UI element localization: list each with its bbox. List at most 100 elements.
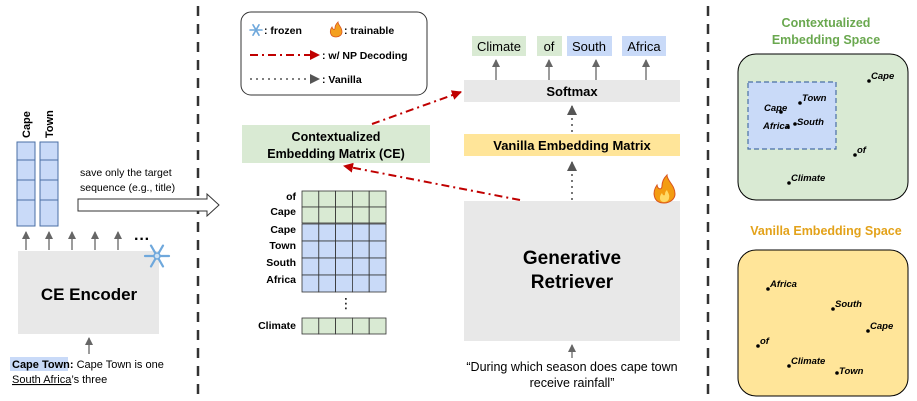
matrix-cell — [318, 317, 336, 335]
matrix-cell — [368, 223, 387, 242]
snowflake-icon — [143, 244, 171, 268]
matrix-row-label: Climate — [258, 320, 296, 332]
matrix-cell — [351, 317, 370, 335]
matrix-row-label: Cape — [270, 224, 296, 236]
matrix-cell — [368, 257, 387, 276]
legend-box — [240, 11, 428, 96]
matrix-cell — [318, 190, 336, 208]
matrix-cell — [301, 257, 320, 276]
vanilla-point — [787, 364, 791, 368]
ce-encoder-box — [18, 251, 159, 334]
retriever-label-line-1: Generative — [523, 248, 621, 269]
retriever-label-line-2: Retriever — [531, 272, 614, 293]
matrix-cell — [368, 206, 387, 224]
ce-encoder-label: CE Encoder — [41, 285, 138, 304]
vanilla-point — [756, 344, 760, 348]
matrix-cell — [301, 206, 320, 224]
ce-matrix-box — [242, 125, 430, 163]
generative-retriever-box — [464, 201, 680, 341]
ce-matrix-label-line-2: Embedding Matrix (CE) — [267, 147, 405, 161]
ce-point — [779, 110, 783, 114]
ce-point-label: Climate — [791, 173, 826, 184]
matrix-cell — [351, 223, 370, 242]
save-arrow — [77, 192, 220, 218]
softmax-label: Softmax — [546, 84, 598, 99]
matrix-cell — [335, 206, 353, 224]
ce-point-label: South — [797, 117, 824, 128]
vanilla-point-label: Town — [839, 366, 864, 377]
vanilla-matrix-box — [464, 134, 680, 156]
matrix-cell — [368, 317, 387, 335]
document-line-1: Cape Town: Cape Town is one — [12, 359, 164, 371]
matrix-cell — [368, 190, 387, 208]
matrix-cell — [318, 206, 336, 224]
matrix-cell — [351, 190, 370, 208]
matrix-cell — [368, 240, 387, 259]
output-word: of — [544, 39, 555, 54]
matrix-cell — [351, 274, 370, 293]
ce-point — [786, 125, 790, 129]
snowflake-icon — [249, 24, 263, 36]
embedding-matrix — [301, 190, 387, 335]
output-word-box — [567, 36, 612, 56]
vanilla-space-title: Vanilla Embedding Space — [750, 224, 901, 238]
matrix-row-label: South — [266, 257, 296, 269]
ce-point-label: Africa — [762, 121, 790, 132]
doc-title-highlight — [10, 357, 68, 371]
ce-point — [853, 153, 857, 157]
document-line-2: South Africa’s three — [12, 374, 107, 386]
ce-space-title-line-1: Contextualized — [782, 16, 871, 30]
ce-point — [867, 79, 871, 83]
ce-point-label: Cape — [871, 71, 895, 82]
fire-icon — [653, 173, 676, 204]
matrix-cell — [318, 274, 336, 293]
doc-text: Cape Town is one — [74, 359, 164, 371]
ce-point-label: Town — [802, 93, 827, 104]
output-word-box — [472, 36, 526, 56]
cape-vector — [16, 141, 36, 227]
ce-point — [798, 101, 802, 105]
ce-point-label: Cape — [764, 103, 788, 114]
ce-point — [793, 122, 797, 126]
matrix-cell — [301, 317, 320, 335]
output-word: South — [572, 39, 606, 54]
legend-vanilla: : Vanilla — [322, 74, 362, 86]
output-word-box — [537, 36, 562, 56]
vanilla-point-label: South — [835, 299, 862, 310]
output-word: Climate — [477, 39, 521, 54]
matrix-row-label: Africa — [266, 274, 296, 286]
softmax-box — [464, 80, 680, 102]
matrix-row-label: Town — [269, 240, 296, 252]
legend-trainable: : trainable — [344, 25, 394, 37]
ellipsis-dots: ··· — [134, 231, 150, 248]
output-word-box — [622, 36, 666, 56]
vanilla-point-label: of — [760, 336, 770, 347]
matrix-cell — [335, 190, 353, 208]
ce-matrix-label-line-1: Contextualized — [292, 130, 381, 144]
matrix-cell — [351, 206, 370, 224]
matrix-cell — [301, 240, 320, 259]
vector-label-town: Town — [44, 110, 56, 138]
matrix-cell — [301, 274, 320, 293]
save-note-line-1: save only the target — [80, 167, 172, 179]
matrix-cell — [335, 274, 353, 293]
legend-frozen: : frozen — [264, 25, 302, 37]
matrix-cell — [335, 240, 353, 259]
vanilla-point — [866, 329, 870, 333]
fire-icon — [329, 21, 343, 38]
vanilla-space-box — [737, 249, 909, 397]
matrix-cell — [368, 274, 387, 293]
vanilla-matrix-label: Vanilla Embedding Matrix — [493, 138, 651, 153]
ce-cluster-box — [747, 81, 837, 150]
ce-space-title-line-2: Embedding Space — [772, 33, 880, 47]
vanilla-point-label: Cape — [870, 321, 894, 332]
query-line-1: “During which season does cape town — [466, 360, 677, 374]
matrix-vdots: ⋮ — [339, 295, 353, 311]
ce-point — [787, 181, 791, 185]
legend-np-decoding: : w/ NP Decoding — [322, 50, 408, 62]
matrix-cell — [301, 190, 320, 208]
vanilla-point — [831, 307, 835, 311]
matrix-cell — [335, 223, 353, 242]
matrix-cell — [351, 257, 370, 276]
